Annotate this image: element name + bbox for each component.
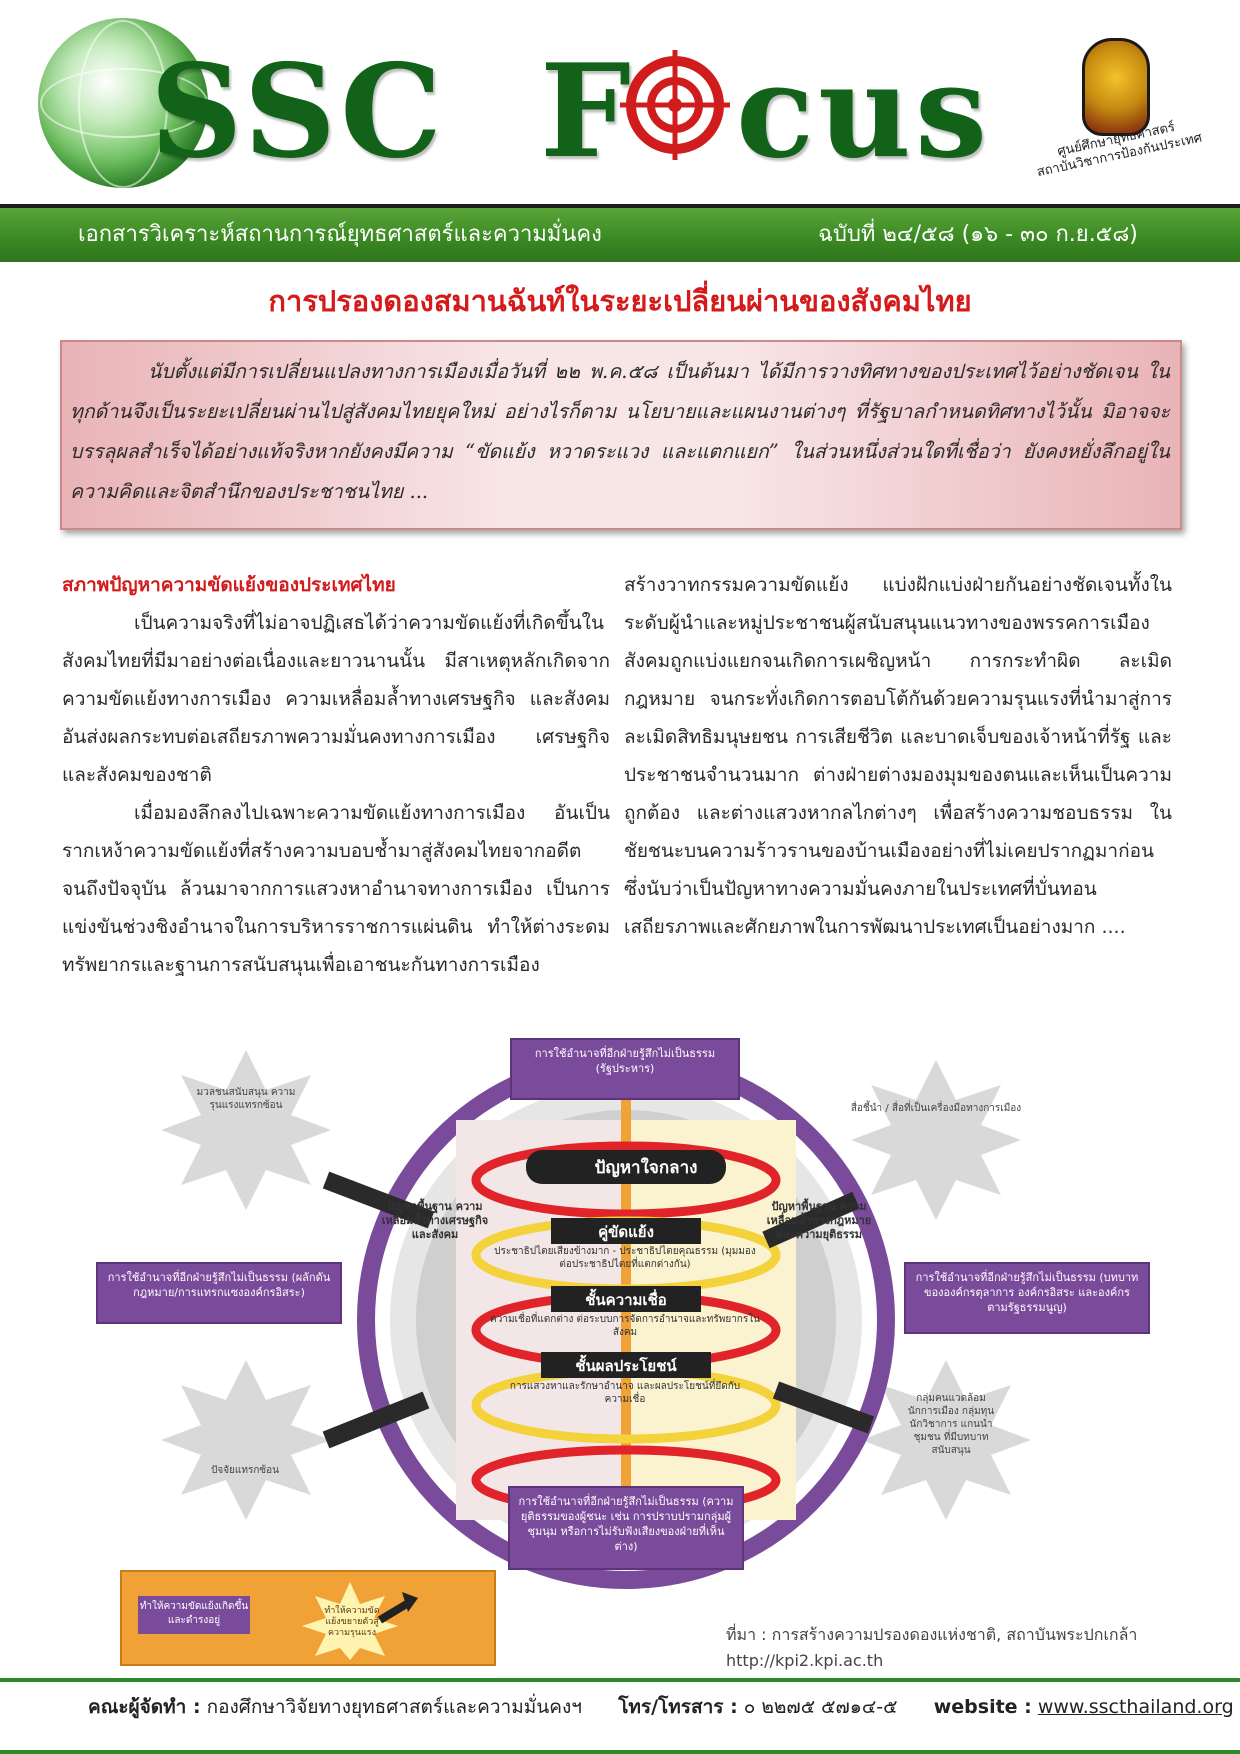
abstract-box	[60, 340, 1182, 530]
ring-left-label: ปัญหาพื้นฐาน ความเหลื่อมล้ำทางเศรษฐกิจแล…	[381, 1200, 489, 1241]
callout-left: การใช้อำนาจที่อีกฝ่ายรู้สึกไม่เป็นธรรม (…	[96, 1262, 342, 1324]
label-bar-3	[541, 1352, 711, 1378]
phone-label: โทร/โทรสาร :	[618, 1696, 738, 1718]
paragraph-2: เมื่อมองลึกลงไปเฉพาะความขัดแย้งทางการเมื…	[62, 802, 610, 976]
brand-cus: cus	[736, 37, 992, 187]
emblem-logo	[1082, 38, 1150, 136]
star-bottom-right-text: กลุ่มคนแวดล้อม นักการเมือง กลุ่มทุน นักว…	[907, 1393, 995, 1456]
legend-purple-label: ทำให้ความขัดแย้งเกิดขึ้น และดำรงอยู่	[138, 1596, 250, 1634]
phone-number: ๐ ๒๒๗๕ ๕๗๑๔-๕	[743, 1696, 898, 1718]
brand-f: F	[540, 37, 635, 187]
producer-name: กองศึกษาวิจัยทางยุทธศาสตร์และความมั่นคงฯ	[206, 1696, 582, 1718]
column-left: สภาพปัญหาความขัดแย้งของประเทศไทย เป็นควา…	[62, 566, 610, 984]
layer2-text: ความเชื่อที่แตกต่าง ต่อระบบการจัดการอำนา…	[490, 1314, 760, 1338]
publication-title: เอกสารวิเคราะห์สถานการณ์ยุทธศาสตร์และควา…	[78, 222, 602, 247]
source-line-1: ที่มา : การสร้างความปรองดองแห่งชาติ, สถา…	[726, 1625, 1138, 1644]
star-top-right	[851, 1060, 1021, 1220]
layer1-title: คู่ขัดแย้ง	[598, 1223, 654, 1241]
footer-rule-bottom	[0, 1750, 1240, 1754]
arrow-top-right	[762, 1191, 860, 1249]
center-core-label: ปัญหาใจกลาง	[594, 1158, 698, 1178]
star-top-left	[161, 1050, 331, 1210]
legend-star-icon	[302, 1582, 418, 1660]
section-heading: สภาพปัญหาความขัดแย้งของประเทศไทย	[62, 574, 396, 596]
label-bar-2	[551, 1286, 701, 1312]
star-bottom-left-text: ปัจจัยแทรกซ้อน	[210, 1465, 280, 1476]
website-label: website :	[933, 1696, 1032, 1718]
callout-right: การใช้อำนาจที่อีกฝ่ายรู้สึกไม่เป็นธรรม (…	[904, 1262, 1150, 1334]
star-bottom-right	[861, 1360, 1031, 1520]
spiral-1	[471, 1141, 781, 1219]
brand-ssc: SSC	[150, 37, 446, 187]
legend-star-label: ทำให้ความขัดแย้งขยายตัวสู่ความรุนแรง	[324, 1606, 380, 1638]
source-citation: ที่มา : การสร้างความปรองดองแห่งชาติ, สถา…	[726, 1622, 1137, 1674]
label-bar-1	[551, 1218, 701, 1244]
footer-credits: คณะผู้จัดทำ : กองศึกษาวิจัยทางยุทธศาสตร์…	[88, 1692, 1234, 1722]
article-title: การปรองดองสมานฉันท์ในระยะเปลี่ยนผ่านของส…	[268, 284, 972, 318]
star-top-right-text: สื่อชี้นำ / สื่อที่เป็นเครื่องมือทางการเ…	[850, 1103, 1022, 1114]
callout-top: การใช้อำนาจที่อีกฝ่ายรู้สึกไม่เป็นธรรม (…	[510, 1038, 740, 1100]
producer-label: คณะผู้จัดทำ :	[88, 1696, 201, 1718]
paragraph-3: สร้างวาทกรรมความขัดแย้ง แบ่งฝักแบ่งฝ่ายก…	[624, 574, 1172, 938]
label-bar-core	[526, 1150, 726, 1184]
header-band	[0, 204, 1240, 262]
layer1-text: ประชาธิปไตยเสียงข้างมาก - ประชาธิปไตยคุณ…	[494, 1246, 756, 1270]
layer3-text: การแสวงหาและรักษาอำนาจ และผลประโยชน์ที่ย…	[509, 1381, 741, 1405]
arrow-top-left	[322, 1171, 435, 1229]
layer3-title: ชั้นผลประโยชน์	[575, 1357, 677, 1375]
source-url[interactable]: http://kpi2.kpi.ac.th	[726, 1651, 884, 1670]
conflict-diagram	[161, 1050, 1031, 1589]
arrow-bottom-right	[772, 1381, 875, 1434]
star-top-left-text: มวลชนสนับสนุน ความรุนแรงแทรกซ้อน	[196, 1087, 296, 1111]
paragraph-1: เป็นความจริงที่ไม่อาจปฏิเสธได้ว่าความขัด…	[62, 612, 610, 786]
website-link[interactable]: www.sscthailand.org	[1037, 1696, 1234, 1718]
globe-icon	[38, 18, 208, 188]
abstract-text: นับตั้งแต่มีการเปลี่ยนแปลงทางการเมืองเมื…	[70, 360, 1170, 503]
issue-number: ฉบับที่ ๒๔/๕๘ (๑๖ - ๓๐ ก.ย.๕๘)	[818, 222, 1138, 247]
arrow-bottom-left	[322, 1391, 430, 1449]
ring-right-label: ปัญหาพื้นฐาน ความเหลื่อมล้ำทางกฎหมายและค…	[766, 1200, 872, 1241]
callout-bottom: การใช้อำนาจที่อีกฝ่ายรู้สึกไม่เป็นธรรม (…	[508, 1486, 744, 1570]
star-bottom-left	[161, 1360, 331, 1520]
column-right: สร้างวาทกรรมความขัดแย้ง แบ่งฝักแบ่งฝ่ายก…	[624, 566, 1172, 946]
layer2-title: ชั้นความเชื่อ	[585, 1291, 667, 1309]
crosshair-target-icon	[620, 50, 730, 160]
footer-rule	[0, 1678, 1240, 1682]
